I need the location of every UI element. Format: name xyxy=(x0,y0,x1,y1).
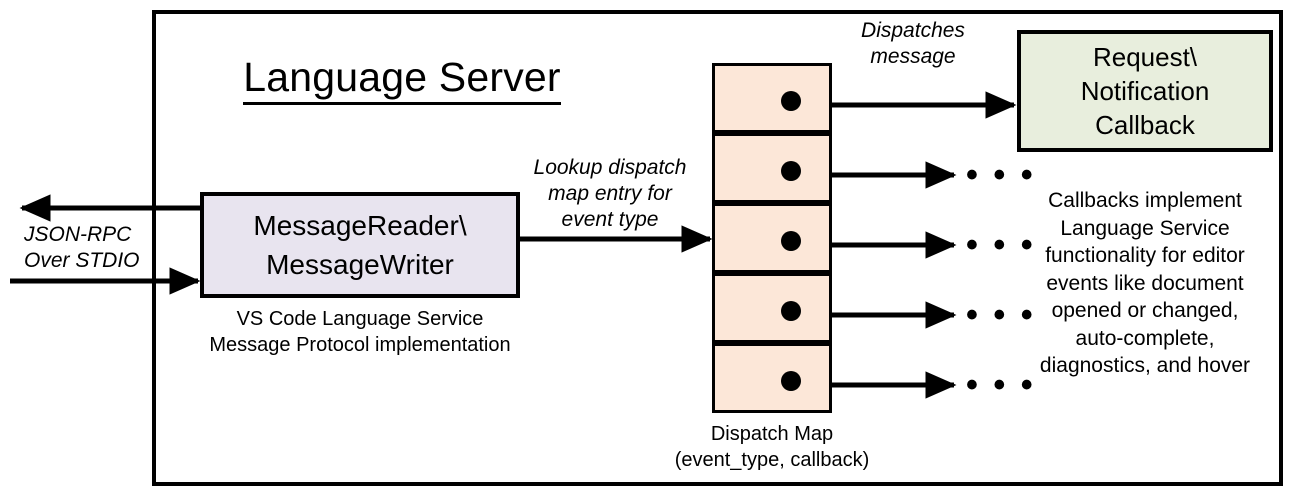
callback-dot-icon xyxy=(781,371,801,391)
callback-dot-icon xyxy=(781,91,801,111)
language-server-container xyxy=(152,10,1283,486)
edge-label-dispatch: Dispatches message xyxy=(861,19,965,68)
ellipsis-marker: • • • xyxy=(966,156,1036,194)
callback-node[interactable]: Request\ Notification Callback xyxy=(1017,30,1273,152)
dispatch-map-cell[interactable] xyxy=(712,133,832,203)
page-title-text: Language Server xyxy=(243,54,561,105)
dispatch-map-node[interactable] xyxy=(712,63,832,413)
callback-description: Callbacks implement Language Service fun… xyxy=(1039,189,1251,377)
ellipsis-marker: • • • xyxy=(966,296,1036,334)
page-title: Language Server xyxy=(232,52,572,105)
ellipsis-marker: • • • xyxy=(966,366,1036,404)
dispatch-map-caption: Dispatch Map (event_type, callback) xyxy=(674,423,870,471)
edge-label-jsonrpc: JSON-RPC Over STDIO xyxy=(24,223,140,272)
dispatch-map-cell[interactable] xyxy=(712,273,832,343)
ellipsis-marker: • • • xyxy=(966,226,1036,264)
message-io-node[interactable]: MessageReader\ MessageWriter xyxy=(200,192,520,298)
callback-dot-icon xyxy=(781,231,801,251)
edge-label-lookup: Lookup dispatch map entry for event type xyxy=(533,156,687,231)
dispatch-map-cell[interactable] xyxy=(712,63,832,133)
message-io-label: MessageReader\ MessageWriter xyxy=(253,210,467,280)
callback-dot-icon xyxy=(781,301,801,321)
callback-label: Request\ Notification Callback xyxy=(1080,42,1210,140)
dispatch-map-cell[interactable] xyxy=(712,203,832,273)
message-io-caption: VS Code Language Service Message Protoco… xyxy=(209,308,511,356)
callback-dot-icon xyxy=(781,161,801,181)
dispatch-map-cell[interactable] xyxy=(712,343,832,413)
